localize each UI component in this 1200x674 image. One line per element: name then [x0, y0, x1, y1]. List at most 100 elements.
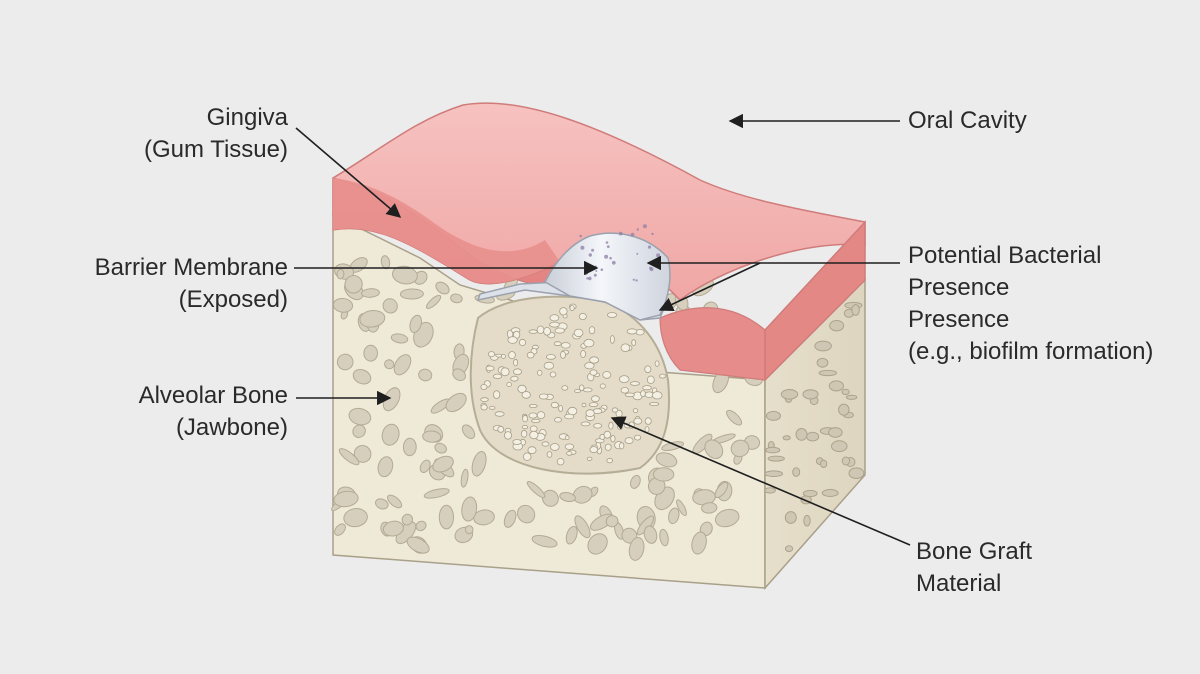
graft-granule — [608, 421, 614, 430]
label-barrier-membrane: Barrier Membrane (Exposed) — [95, 252, 288, 316]
label-graft-line1: Bone Graft — [916, 538, 1033, 565]
graft-granule — [589, 369, 598, 376]
bacteria-dot — [642, 224, 647, 229]
graft-granule — [536, 325, 545, 334]
bone-pore — [701, 502, 718, 514]
graft-granule — [546, 354, 556, 360]
label-oral-line1: Oral Cavity — [908, 107, 1027, 134]
bacteria-dot — [588, 276, 592, 281]
bone-pore — [344, 275, 363, 294]
label-bacterial-presence: Potential Bacterial Presence Presence (e… — [908, 240, 1153, 368]
bone-pore — [434, 442, 447, 454]
bone-pore — [676, 499, 687, 517]
graft-granule — [480, 397, 489, 402]
bone-pore — [363, 344, 379, 362]
graft-granule — [560, 342, 571, 349]
bone-pore — [714, 481, 729, 499]
bone-pore — [802, 389, 819, 400]
graft-granule — [626, 328, 638, 335]
bacteria-dot — [656, 253, 661, 258]
bone-pore — [382, 298, 398, 314]
graft-granule — [583, 338, 595, 348]
graft-granule — [556, 458, 565, 466]
graft-granule — [654, 360, 660, 367]
graft-granule — [531, 418, 541, 423]
graft-granule — [586, 456, 593, 461]
bone-pore — [628, 536, 645, 561]
graft-granule — [617, 424, 623, 430]
graft-granule — [549, 443, 560, 451]
graft-granule — [606, 457, 613, 464]
bone-pore — [691, 531, 707, 555]
bone-pore — [384, 359, 395, 370]
graft-granule — [564, 435, 570, 440]
graft-granule — [528, 403, 538, 408]
bone-pore — [765, 446, 781, 454]
graft-granule — [632, 408, 639, 414]
bacteria-dot — [591, 248, 595, 252]
bone-pore — [352, 368, 372, 385]
bone-pore — [818, 369, 837, 377]
bone-pore — [381, 423, 400, 446]
graft-granule — [593, 423, 603, 429]
bone-pore — [806, 431, 820, 442]
graft-granule — [578, 312, 587, 320]
arrow-bone-graft — [610, 416, 911, 546]
graft-granule — [581, 402, 587, 408]
bacteria-dot — [630, 232, 635, 237]
bone-pore — [655, 452, 678, 468]
bone-pore — [438, 504, 454, 530]
bone-pore — [851, 304, 860, 316]
bone-pore — [831, 440, 848, 453]
graft-granule — [585, 409, 595, 418]
graft-granule — [566, 451, 573, 456]
graft-granule — [610, 435, 616, 443]
bacteria-dot — [588, 253, 592, 257]
bone-pore — [714, 508, 740, 528]
bone-pore — [782, 435, 791, 441]
graft-granule — [589, 446, 599, 454]
label-gingiva: Gingiva (Gum Tissue) — [144, 102, 288, 166]
bone-pore — [565, 525, 578, 545]
bone-pore — [375, 498, 389, 510]
bone-pore — [445, 392, 467, 413]
graft-granule — [620, 387, 629, 394]
graft-granule — [480, 384, 488, 390]
bone-pore — [334, 523, 346, 536]
graft-granule — [521, 425, 529, 430]
label-bacterial-line3: Presence — [908, 306, 1010, 333]
bone-pore — [435, 281, 450, 295]
bone-pore — [766, 410, 781, 421]
bacteria-dot — [604, 254, 609, 259]
graft-granule — [522, 414, 528, 423]
bone-pore — [792, 467, 801, 477]
bone-pore — [780, 389, 799, 400]
bone-pore — [336, 268, 345, 280]
label-alveolar-bone: Alveolar Bone (Jawbone) — [139, 380, 288, 444]
graft-granule — [503, 431, 512, 440]
bacteria-dot — [586, 277, 589, 280]
bone-pore — [819, 459, 828, 468]
arrow-bacterial-2 — [658, 262, 761, 312]
bone-pore — [704, 439, 724, 459]
bone-pore — [848, 467, 865, 480]
bone-pore — [795, 428, 808, 441]
graft-granule — [624, 392, 635, 397]
bone-pore — [343, 508, 368, 528]
label-bone-graft: Bone Graft Material — [916, 536, 1032, 600]
graft-granule — [523, 452, 532, 461]
bone-pore — [419, 459, 431, 473]
bacteria-dot — [636, 252, 639, 255]
gingiva-side — [764, 220, 866, 382]
graft-granule — [558, 404, 563, 412]
graft-granule — [528, 329, 538, 334]
bone-pore — [784, 545, 794, 553]
label-bacterial-line1: Potential Bacterial — [908, 242, 1102, 269]
bacteria-dot — [636, 228, 639, 231]
bone-pore — [333, 490, 359, 508]
graft-granule — [528, 412, 538, 419]
graft-granule — [521, 391, 531, 399]
bone-pore — [803, 514, 811, 527]
graft-granule — [646, 375, 655, 384]
graft-granule — [507, 336, 518, 344]
